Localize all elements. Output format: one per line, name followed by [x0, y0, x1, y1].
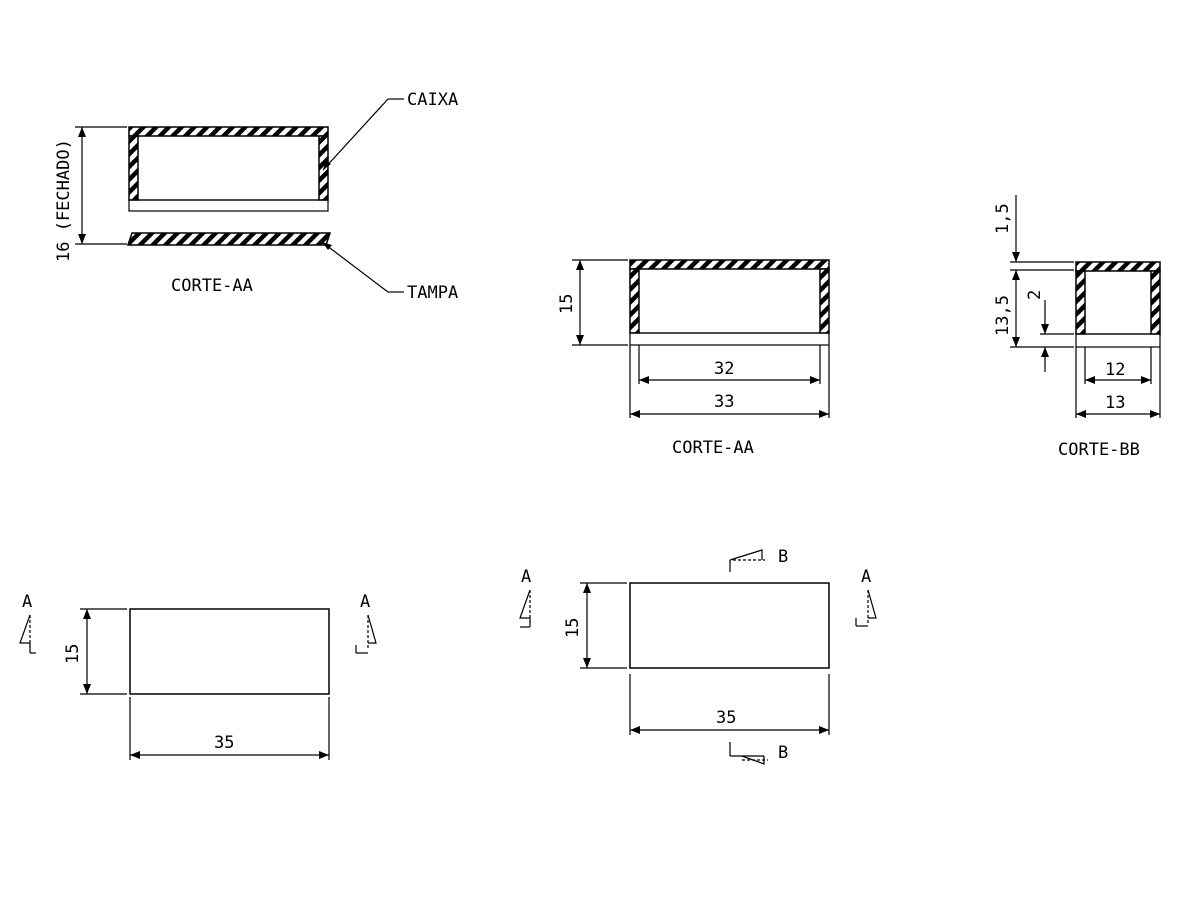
dim-aa-inner-width: 32: [638, 345, 821, 384]
dim-16-fechado: 16 (FECHADO): [54, 126, 127, 262]
corte-bb-view: 1,5 13,5 2 12: [993, 195, 1161, 460]
bb-outer-width-label: 13: [1105, 393, 1125, 413]
section-b-top-label: B: [778, 547, 788, 567]
corte-aa-view: 15 32 33 CORTE-AA: [557, 259, 830, 458]
dim-bb-step: 2: [1025, 290, 1049, 372]
dim-bb-outer-width: 13: [1075, 347, 1161, 418]
tampa-leader: TAMPA: [321, 241, 458, 303]
aa-inner-width-label: 32: [714, 359, 734, 379]
aa-height-label: 15: [557, 294, 577, 314]
bb-step-label: 2: [1025, 290, 1045, 300]
dim-bb-top: 1,5: [993, 195, 1020, 262]
dim-plan2-height: 15: [563, 582, 627, 669]
assembly-view: 16 (FECHADO) CAIXA TAMPA CORTE-AA: [54, 90, 458, 303]
bb-inner-width-label: 12: [1105, 360, 1125, 380]
section-mark-a-left: A: [19, 592, 36, 654]
section-a-right-label: A: [360, 592, 370, 612]
plan2-height-label: 15: [563, 618, 583, 638]
aa-outer-width-label: 33: [714, 392, 734, 412]
corte-aa-caption-2: CORTE-AA: [672, 438, 754, 458]
section-a-right2-label: A: [861, 567, 871, 587]
tampa-label: TAMPA: [407, 283, 458, 303]
plan1-width-label: 35: [214, 733, 234, 753]
section-b-bottom-label: B: [778, 743, 788, 763]
tampa-section: [126, 232, 332, 246]
plan1-height-label: 15: [63, 644, 83, 664]
corte-aa-caption-1: CORTE-AA: [171, 276, 253, 296]
dim-plan1-width: 35: [129, 697, 330, 760]
plan2-width-label: 35: [716, 708, 736, 728]
dim-plan2-width: 35: [629, 674, 830, 735]
dim-plan1-height: 15: [63, 608, 127, 695]
caixa-leader: CAIXA: [322, 90, 458, 171]
section-mark-b-top: B: [729, 547, 788, 572]
fechado-label: 16 (FECHADO): [54, 139, 74, 262]
dim-bb-height: 13,5: [993, 270, 1020, 347]
section-mark-a-left-2: A: [519, 567, 531, 628]
dim-bb-inner-width: 12: [1084, 347, 1152, 384]
dim-aa-outer-width: 33: [629, 345, 830, 418]
bb-top-label: 1,5: [993, 203, 1013, 234]
section-mark-a-right: A: [355, 592, 377, 654]
section-a-left2-label: A: [521, 567, 531, 587]
section-mark-b-bottom: B: [729, 742, 788, 765]
caixa-label: CAIXA: [407, 90, 458, 110]
plan-view-box: 15 35 A A: [519, 547, 877, 765]
caixa-section: [128, 126, 329, 212]
section-mark-a-right-2: A: [855, 567, 877, 627]
dim-aa-height: 15: [557, 259, 628, 346]
plan-view-lid: 15 35 A A: [19, 592, 377, 760]
section-a-left-label: A: [22, 592, 32, 612]
bb-height-label: 13,5: [993, 295, 1013, 336]
corte-bb-caption: CORTE-BB: [1058, 440, 1140, 460]
